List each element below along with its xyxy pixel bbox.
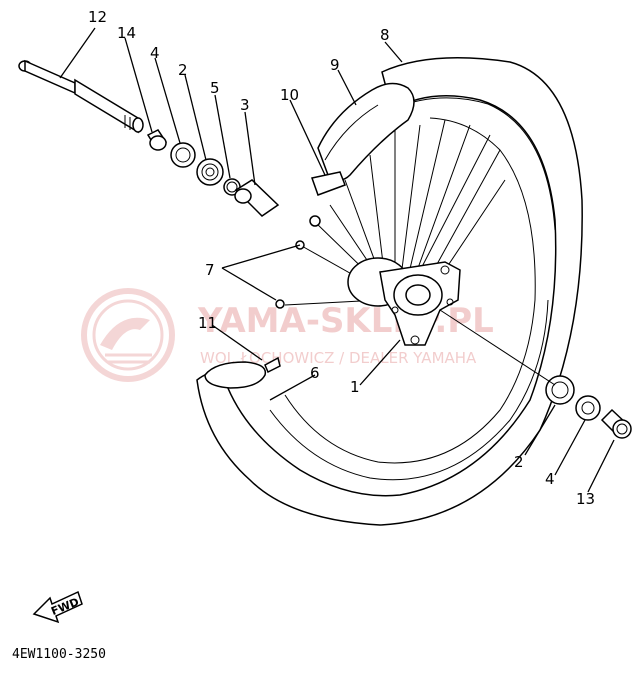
callout-1: 1 bbox=[350, 378, 360, 396]
inner-tube bbox=[317, 82, 415, 181]
bearing-left bbox=[196, 158, 224, 186]
oil-seal-right bbox=[575, 395, 601, 421]
axle bbox=[18, 59, 144, 134]
oil-seal-left bbox=[170, 142, 196, 168]
fwd-label: FWD bbox=[49, 595, 81, 618]
callout-7: 7 bbox=[205, 261, 215, 279]
spoke-nipples bbox=[275, 215, 321, 309]
callout-14: 14 bbox=[117, 24, 136, 42]
callout-9: 9 bbox=[330, 56, 340, 74]
callout-2-left: 2 bbox=[178, 61, 188, 79]
leader-lines bbox=[59, 27, 615, 493]
drawing-code: 4EW1100-3250 bbox=[12, 647, 106, 662]
valve bbox=[204, 356, 281, 389]
callout-12: 12 bbox=[88, 8, 107, 26]
callout-4-left: 4 bbox=[150, 44, 160, 62]
rim-band bbox=[311, 171, 346, 196]
hub bbox=[347, 257, 461, 346]
callout-2-right: 2 bbox=[514, 453, 524, 471]
callout-4-right: 4 bbox=[545, 470, 555, 488]
callout-11: 11 bbox=[198, 314, 217, 332]
callout-6: 6 bbox=[310, 364, 320, 382]
callout-5: 5 bbox=[210, 79, 220, 97]
watermark-logo-icon bbox=[81, 288, 175, 382]
callout-3: 3 bbox=[240, 96, 250, 114]
collar-14 bbox=[146, 129, 168, 151]
tire bbox=[196, 57, 583, 526]
callout-labels: 12 14 4 2 5 3 10 9 8 7 11 6 1 2 4 13 bbox=[88, 8, 595, 508]
callout-13: 13 bbox=[576, 490, 595, 508]
watermark-title: YAMA-SKLEP.PL bbox=[197, 301, 494, 341]
watermark: YAMA-SKLEP.PL WOJ. ŁOCHOWICZ / DEALER YA… bbox=[81, 288, 494, 382]
collar-13 bbox=[600, 408, 632, 439]
fwd-arrow-icon: FWD bbox=[32, 590, 83, 624]
callout-8: 8 bbox=[380, 26, 390, 44]
bearing-right bbox=[545, 375, 575, 405]
callout-10: 10 bbox=[280, 86, 299, 104]
spacer bbox=[234, 179, 280, 217]
